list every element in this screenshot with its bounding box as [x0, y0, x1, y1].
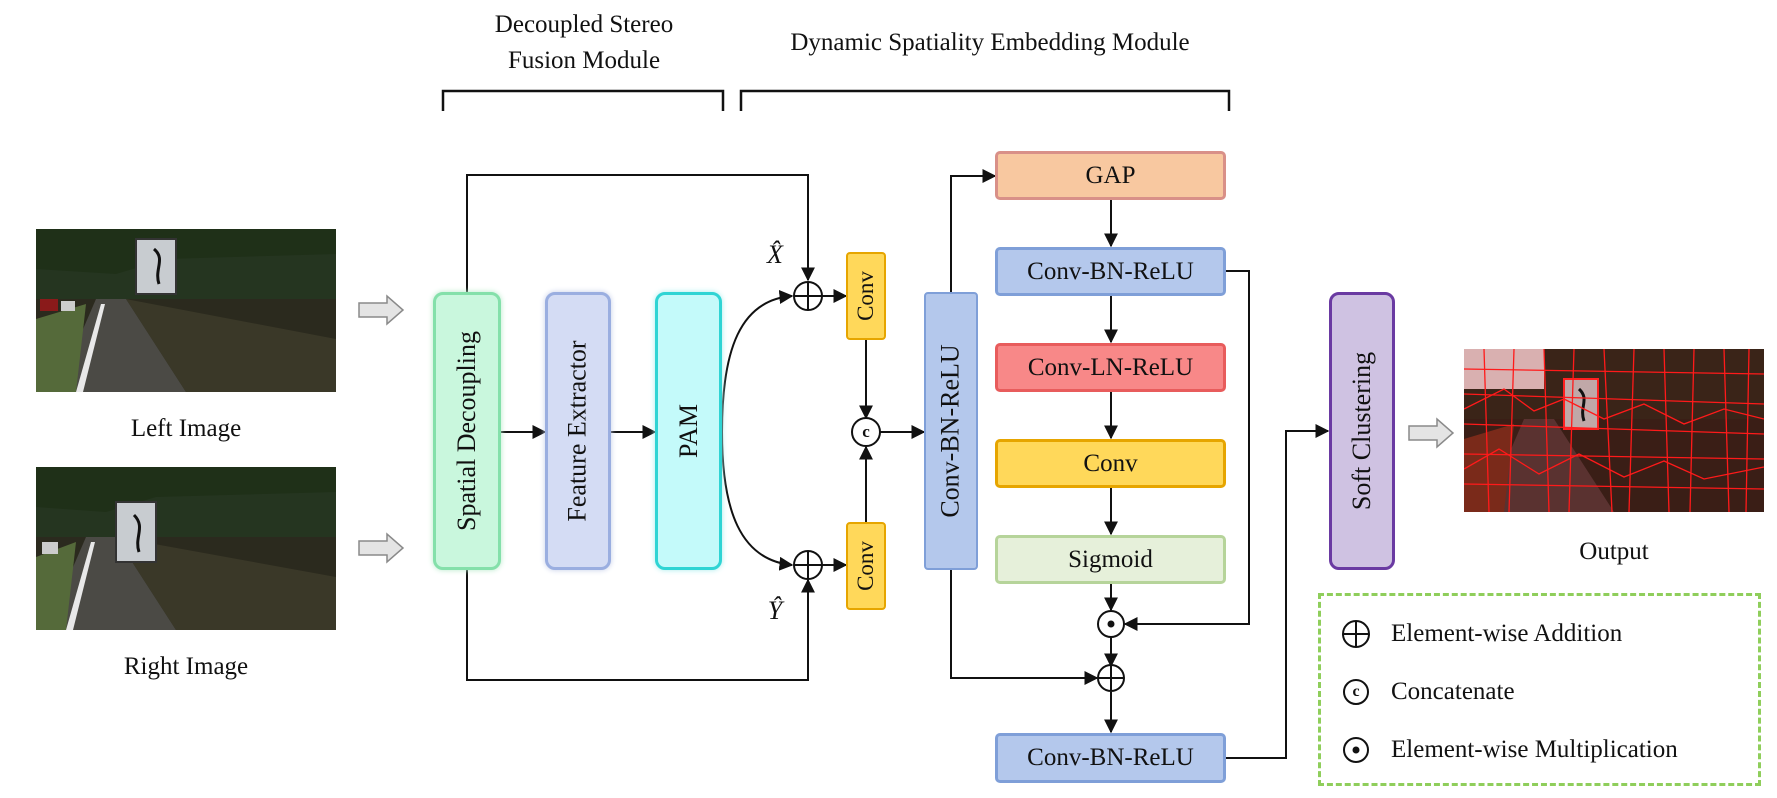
embedding-module-title: Dynamic Spatiality Embedding Module — [790, 29, 1190, 56]
gap-block: GAP — [995, 151, 1226, 200]
conv-bn-relu-vertical-label: Conv-BN-ReLU — [936, 344, 966, 518]
addition-top-icon — [793, 281, 823, 311]
output-image — [1464, 349, 1764, 512]
gap-label: GAP — [1085, 161, 1136, 189]
sigmoid-label: Sigmoid — [1068, 545, 1153, 573]
right-image — [36, 467, 336, 630]
legend-addition-label: Element-wise Addition — [1391, 620, 1623, 647]
conv-top-block: Conv — [846, 252, 886, 340]
fusion-module-title-line2: Fusion Module — [507, 47, 661, 74]
legend-row-addition: Element-wise Addition — [1321, 614, 1622, 654]
addition-legend-icon — [1342, 620, 1370, 648]
conv-ln-relu-label: Conv-LN-ReLU — [1027, 353, 1194, 381]
conv-bn-relu-output-block: Conv-BN-ReLU — [995, 733, 1226, 783]
addition-bottom-icon — [793, 550, 823, 580]
concat-icon — [851, 417, 881, 447]
concat-symbol-label: c — [862, 422, 870, 441]
left-image — [36, 229, 336, 392]
pam-label: PAM — [673, 404, 703, 458]
legend: Element-wise Addition c Concatenate Elem… — [1318, 593, 1761, 786]
legend-concatenate-label: Concatenate — [1391, 678, 1515, 705]
conv-bn-relu-label-1: Conv-BN-ReLU — [1027, 257, 1194, 285]
right-image-label: Right Image — [123, 653, 249, 680]
conv-top-label: Conv — [853, 271, 878, 321]
legend-row-multiplication: Element-wise Multiplication — [1321, 730, 1678, 770]
legend-multiplication-label: Element-wise Multiplication — [1391, 736, 1678, 763]
concatenate-legend-letter: c — [1352, 683, 1360, 700]
legend-row-concatenate: c Concatenate — [1321, 672, 1515, 712]
conv-bn-relu-vertical-block: Conv-BN-ReLU — [924, 292, 978, 570]
output-label: Output — [1579, 538, 1649, 565]
y-hat-label: Ŷ — [767, 596, 783, 625]
multiplication-legend-icon — [1343, 737, 1369, 763]
concatenate-legend-icon — [1343, 679, 1369, 705]
left-image-label: Left Image — [130, 415, 242, 442]
spatial-decoupling-label: Spatial Decoupling — [452, 330, 482, 532]
pam-block: PAM — [655, 292, 722, 570]
fusion-module-title-line1: Decoupled Stereo — [494, 11, 674, 38]
feature-extractor-block: Feature Extractor — [545, 292, 611, 570]
conv-bottom-label: Conv — [853, 541, 878, 591]
conv-bn-relu-output-label: Conv-BN-ReLU — [1027, 744, 1194, 771]
multiplication-icon — [1097, 610, 1125, 638]
sigmoid-block: Sigmoid — [995, 535, 1226, 584]
conv-bottom-block: Conv — [846, 522, 886, 610]
spatial-decoupling-block: Spatial Decoupling — [433, 292, 501, 570]
soft-clustering-block: Soft Clustering — [1329, 292, 1395, 570]
conv-block: Conv — [995, 439, 1226, 488]
soft-clustering-label: Soft Clustering — [1347, 351, 1377, 511]
x-hat-label: X̂ — [767, 240, 783, 269]
conv-ln-relu-block: Conv-LN-ReLU — [995, 343, 1226, 392]
feature-extractor-label: Feature Extractor — [563, 340, 592, 522]
conv-label: Conv — [1083, 449, 1138, 477]
addition-right-icon — [1097, 664, 1125, 692]
conv-bn-relu-block-1: Conv-BN-ReLU — [995, 247, 1226, 296]
